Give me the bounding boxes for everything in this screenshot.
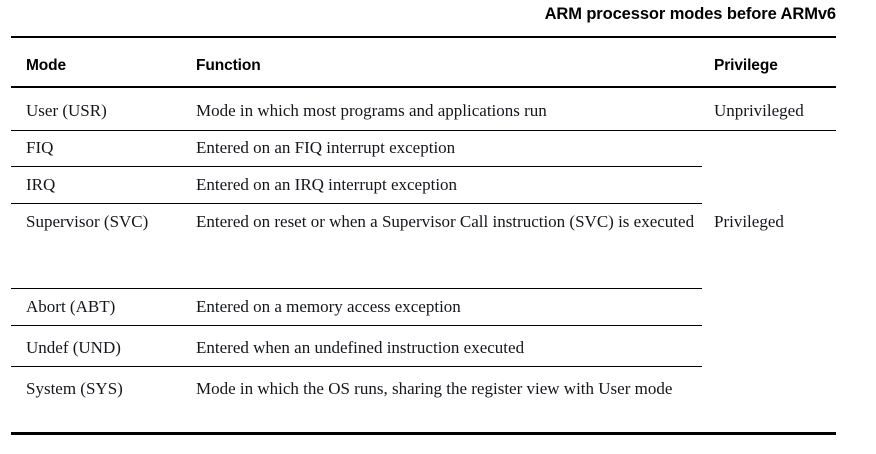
table-row-function: Entered on a memory access exception	[196, 297, 461, 316]
column-header-function: Function	[196, 57, 261, 74]
row-separator-1	[11, 130, 836, 132]
table-row-mode: IRQ	[26, 175, 56, 194]
table-top-rule	[11, 36, 836, 38]
row-separator-4	[11, 288, 702, 290]
table-header-rule	[11, 86, 836, 88]
table-row-privilege: Privileged	[714, 212, 784, 231]
table-row-function: Mode in which the OS runs, sharing the r…	[196, 379, 673, 398]
row-separator-5	[11, 325, 702, 327]
row-separator-6	[11, 366, 702, 368]
column-header-mode: Mode	[26, 57, 67, 74]
table-row-function: Entered on reset or when a Supervisor Ca…	[196, 212, 695, 231]
row-separator-3	[11, 203, 702, 205]
column-header-privilege: Privilege	[714, 57, 778, 74]
table-row-privilege: Unprivileged	[714, 101, 804, 120]
table-row-mode: System (SYS)	[26, 379, 123, 398]
table-row-function: Entered on an IRQ interrupt exception	[196, 175, 458, 194]
table-row-mode: User (USR)	[26, 101, 107, 120]
table-row-mode: FIQ	[26, 138, 54, 157]
table-row-mode: Supervisor (SVC)	[26, 212, 149, 231]
table-bottom-rule	[11, 432, 836, 435]
table-row-function: Entered when an undefined instruction ex…	[196, 338, 525, 357]
table-row-function: Entered on an FIQ interrupt exception	[196, 138, 456, 157]
table-row-mode: Abort (ABT)	[26, 297, 116, 316]
row-separator-2	[11, 166, 702, 168]
table-row-mode: Undef (UND)	[26, 338, 121, 357]
table-row-function: Mode in which most programs and applicat…	[196, 101, 547, 120]
table-title: ARM processor modes before ARMv6	[544, 5, 837, 23]
